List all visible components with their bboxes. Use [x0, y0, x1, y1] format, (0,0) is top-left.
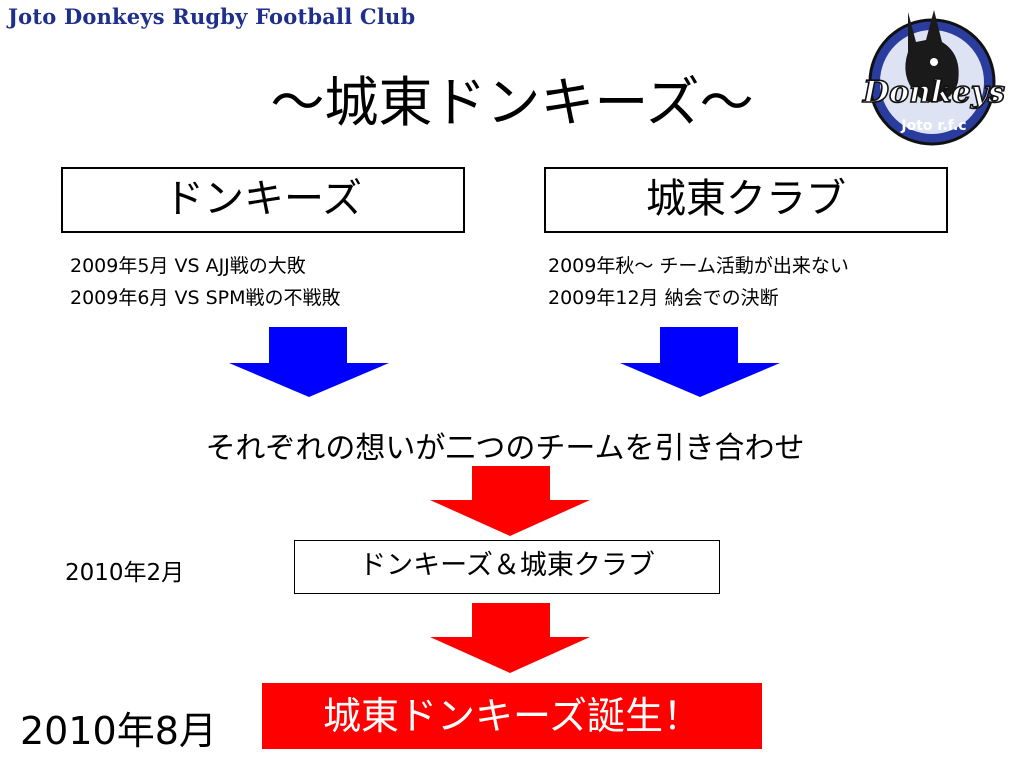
birth-date: 2010年8月: [20, 709, 217, 753]
right-history-line-2: 2009年12月 納会での決断: [548, 287, 779, 309]
donkey-logo-icon: Donkeys Joto r.f.c: [861, 10, 1006, 146]
merged-team-box: ドンキーズ＆城東クラブ: [294, 540, 720, 594]
left-team-box: ドンキーズ: [61, 167, 465, 233]
page-title: ～城東ドンキーズ～: [270, 71, 754, 134]
down-arrow-icon: [620, 327, 780, 397]
left-history-line-2: 2009年6月 VS SPM戦の不戦敗: [70, 287, 341, 309]
birth-banner: 城東ドンキーズ誕生！: [262, 683, 762, 749]
down-arrow-icon: [430, 466, 590, 536]
down-arrow-icon: [430, 603, 590, 673]
left-history-line-1: 2009年5月 VS AJJ戦の大敗: [70, 255, 306, 277]
right-team-box: 城東クラブ: [544, 167, 948, 233]
right-history-line-1: 2009年秋～ チーム活動が出来ない: [548, 255, 849, 277]
down-arrow-icon: [229, 327, 389, 397]
merge-date: 2010年2月: [65, 560, 185, 586]
club-name-header: Joto Donkeys Rugby Football Club: [8, 4, 416, 29]
merge-text: それぞれの想いが二つのチームを引き合わせ: [205, 431, 805, 466]
logo-text: Donkeys: [862, 75, 1005, 110]
logo-subtext: Joto r.f.c: [900, 118, 966, 134]
